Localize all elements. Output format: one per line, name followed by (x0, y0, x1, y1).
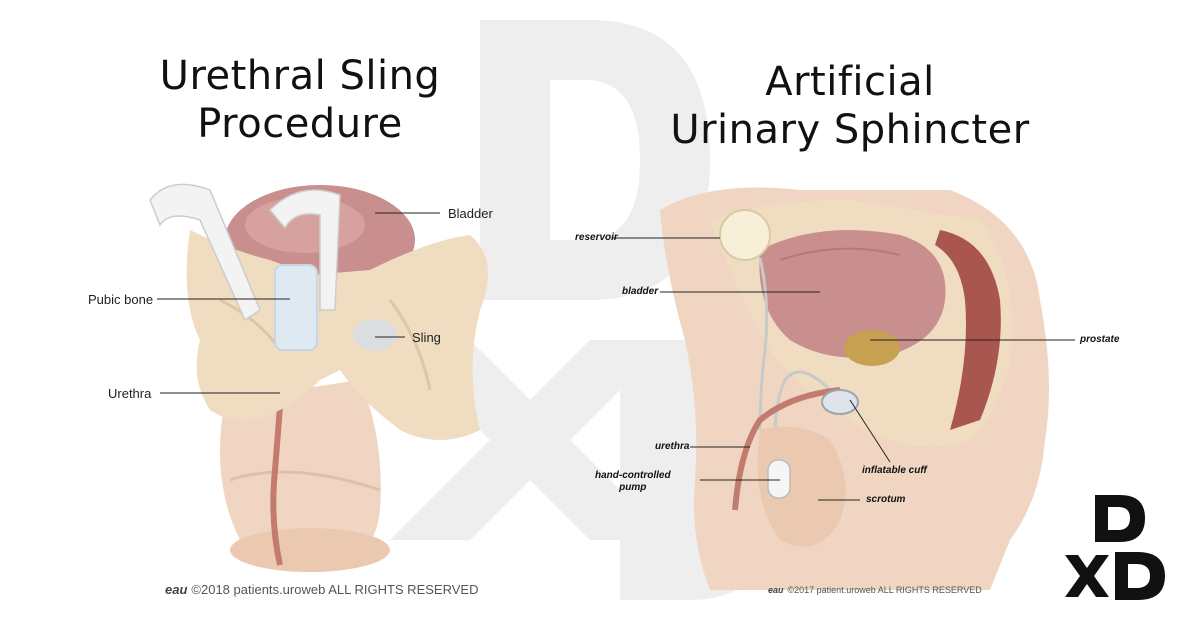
copyright-left-text: ©2018 patients.uroweb ALL RIGHTS RESERVE… (191, 582, 479, 597)
logo-top-d (1095, 495, 1145, 542)
pelvis-bone (186, 230, 488, 440)
label-bladder-right: bladder (622, 286, 659, 297)
label-urethra: Urethra (108, 386, 152, 401)
sling-title-line1: Urethral Sling (159, 53, 441, 99)
rectum-muscle (935, 230, 1001, 430)
label-urethra-right: urethra (655, 441, 690, 452)
tubing (758, 257, 769, 431)
label-pump: hand-controlled pump (595, 470, 671, 494)
sling-strap-left (149, 183, 261, 322)
prostate-organ (844, 330, 900, 366)
sling-title: Urethral Sling Procedure (130, 52, 470, 148)
dxd-logo-mark (1065, 495, 1165, 600)
label-bladder: Bladder (448, 206, 493, 221)
sling-shape (274, 264, 318, 351)
label-prostate: prostate (1080, 334, 1120, 345)
label-pump-line1: hand-controlled (595, 470, 671, 481)
urethra-channel (732, 387, 841, 511)
copyright-left: eau©2018 patients.uroweb ALL RIGHTS RESE… (165, 582, 478, 597)
label-sling: Sling (412, 330, 441, 345)
label-inflatable-cuff: inflatable cuff (862, 465, 927, 476)
copyright-right: eau©2017 patient.uroweb ALL RIGHTS RESER… (768, 585, 982, 595)
urethral-sling-illustration (149, 183, 488, 572)
eau-logo: eau (165, 582, 188, 597)
label-scrotum: scrotum (866, 494, 906, 505)
pump-device (767, 459, 791, 499)
label-pubic-bone: Pubic bone (88, 292, 154, 307)
dxd-logo (1060, 490, 1170, 610)
sphincter-title: Artificial Urinary Sphincter (640, 58, 1060, 154)
label-pump-line2: pump (619, 482, 647, 493)
sphincter-title-line1: Artificial (765, 59, 935, 105)
copyright-right-text: ©2017 patient.uroweb ALL RIGHTS RESERVED (787, 585, 982, 595)
sling-title-line2: Procedure (197, 101, 403, 147)
inflatable-cuff-device (821, 389, 859, 415)
artificial-sphincter-illustration (660, 187, 1049, 590)
sling-strap-right (268, 189, 341, 311)
label-reservoir: reservoir (575, 232, 618, 243)
sphincter-title-line2: Urinary Sphincter (670, 107, 1030, 153)
logo-bottom-d (1115, 552, 1165, 600)
logo-cross (1065, 555, 1109, 597)
reservoir-device (719, 209, 771, 261)
eau-logo-small: eau (768, 585, 784, 595)
scrotum-shape (757, 426, 846, 547)
bladder-organ (759, 230, 946, 358)
